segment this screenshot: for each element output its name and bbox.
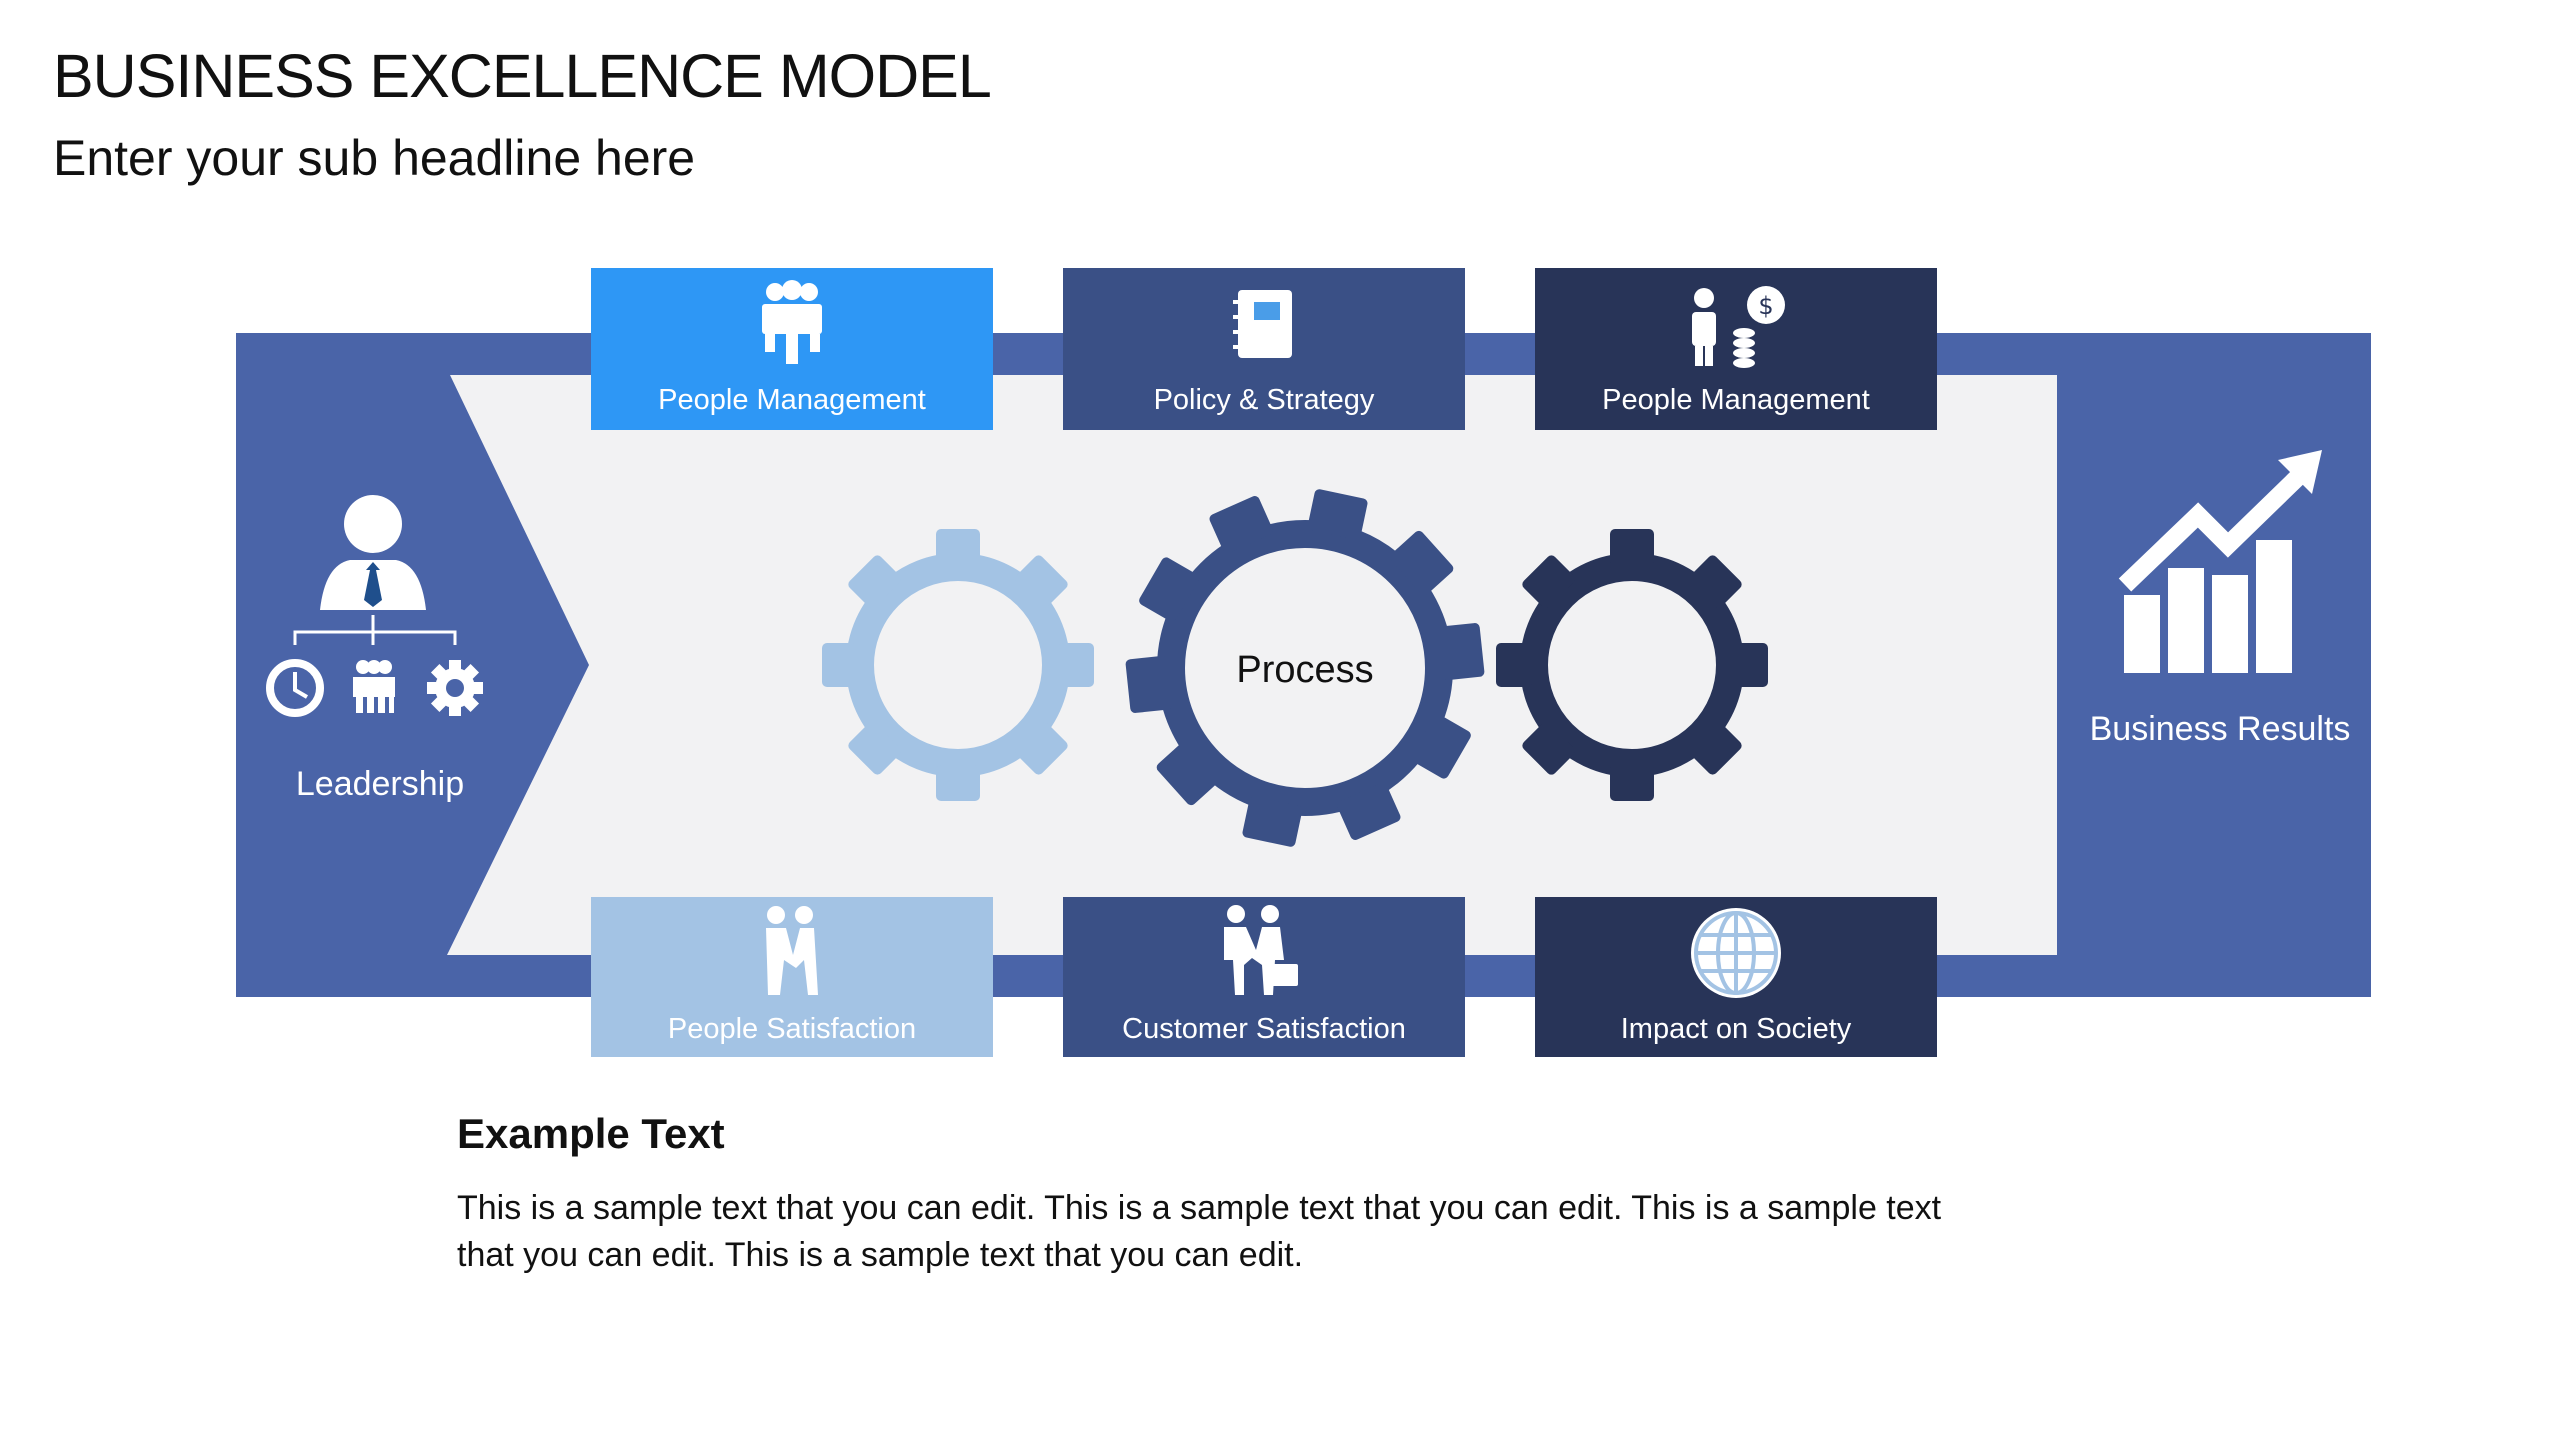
leadership-label: Leadership <box>296 765 464 803</box>
bottom-box-1-label: People Satisfaction <box>668 1013 916 1045</box>
bottom-box-people-satisfaction: People Satisfaction <box>591 897 993 1057</box>
slide-title: BUSINESS EXCELLENCE MODEL <box>53 42 992 110</box>
top-box-policy-strategy: Policy & Strategy <box>1063 268 1465 430</box>
business-results-label: Business Results <box>2090 710 2351 748</box>
top-box-people-management: People Management <box>591 268 993 430</box>
leader-org-icon <box>266 495 483 717</box>
slide-subtitle: Enter your sub headline here <box>53 130 696 186</box>
bottom-box-1-bg <box>591 897 993 1057</box>
bottom-box-impact-on-society: Impact on Society <box>1535 897 1937 1057</box>
svg-text:$: $ <box>1758 292 1773 320</box>
globe-icon <box>1691 908 1781 998</box>
business-handshake-icon <box>1224 905 1298 995</box>
handshake-icon <box>766 906 818 995</box>
top-box-2-label: Policy & Strategy <box>1154 384 1375 416</box>
process-label: Process <box>1236 649 1373 691</box>
diagram-inner-panel <box>447 375 2057 955</box>
gear-dark <box>1496 529 1768 801</box>
notebook-icon <box>1233 290 1292 358</box>
bottom-box-3-label: Impact on Society <box>1621 1013 1852 1045</box>
top-box-3-bg <box>1535 268 1937 430</box>
top-box-people-management-2: $ People Management <box>1535 268 1937 430</box>
growth-chart-icon <box>2118 450 2322 673</box>
bottom-box-2-label: Customer Satisfaction <box>1122 1013 1406 1045</box>
gear-main <box>1125 489 1485 847</box>
gears-icon <box>822 489 1768 847</box>
bottom-box-customer-satisfaction: Customer Satisfaction <box>1063 897 1465 1057</box>
people-group-icon <box>762 280 822 364</box>
example-heading: Example Text <box>457 1110 725 1157</box>
person-money-icon: $ <box>1692 286 1785 368</box>
example-body: This is a sample text that you can edit.… <box>457 1189 1942 1274</box>
top-box-3-label: People Management <box>1602 384 1870 416</box>
top-box-1-label: People Management <box>658 384 926 416</box>
gear-light <box>822 529 1094 801</box>
